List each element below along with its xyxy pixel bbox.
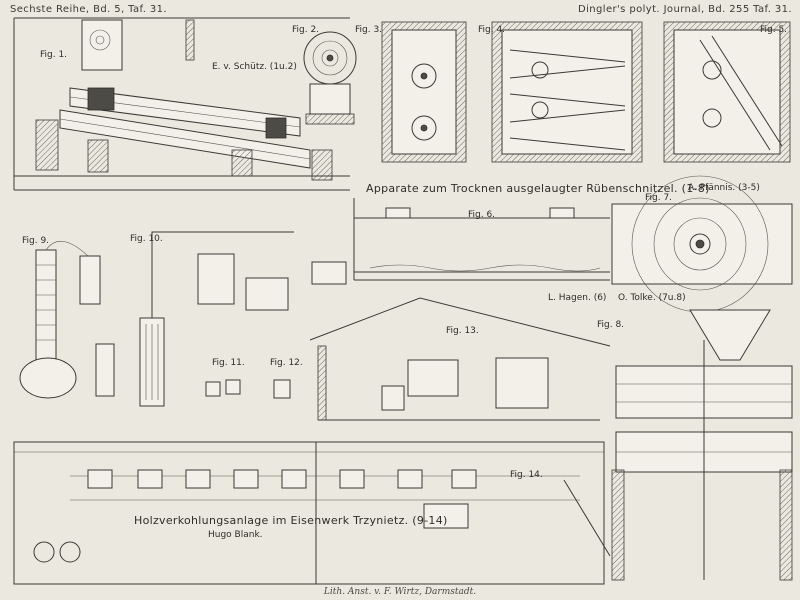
- fig9-distillation-apparatus: [19, 241, 115, 399]
- fig3-drying-chamber: [381, 21, 467, 163]
- drying-apparatus-title: Apparate zum Trocknen ausgelaugter Rüben…: [366, 182, 710, 195]
- fig9-label: Fig. 9.: [22, 236, 50, 246]
- author-tolke: O. Tolke. (7u.8): [618, 293, 686, 303]
- fig1-drum-dryer: [13, 17, 350, 191]
- fig4-label: Fig. 4.: [478, 25, 506, 35]
- author-schuetz: E. v. Schütz. (1u.2): [212, 62, 297, 72]
- fig6-conveyor-channel: [353, 198, 610, 281]
- fig8-hopper-dryer: [563, 309, 793, 581]
- fig5-elevator-dryer: [663, 21, 791, 163]
- author-pfannis: A. Pfännis. (3-5): [688, 183, 760, 193]
- journal-header: Dingler's polyt. Journal, Bd. 255 Taf. 3…: [578, 4, 792, 15]
- fig10-label: Fig. 10.: [130, 234, 163, 244]
- fig12-label: Fig. 12.: [270, 358, 303, 368]
- fig4-multideck-dryer: [491, 21, 643, 163]
- fig13-retort-shed: [309, 297, 611, 421]
- fig2-label: Fig. 2.: [292, 25, 320, 35]
- fig6-label: Fig. 6.: [468, 210, 496, 220]
- lithographer-credit: Lith. Anst. v. F. Wirtz, Darmstadt.: [323, 587, 477, 597]
- fig13-label: Fig. 13.: [446, 326, 479, 336]
- fig1-label: Fig. 1.: [40, 50, 68, 60]
- fig3-label: Fig. 3.: [355, 25, 383, 35]
- fig8-label: Fig. 8.: [597, 320, 625, 330]
- fig14-plant-plan: [13, 441, 605, 585]
- fig14-label: Fig. 14.: [510, 470, 543, 480]
- fig5-label: Fig. 5.: [760, 25, 788, 35]
- charcoal-plant-author: Hugo Blank.: [208, 530, 263, 540]
- fig11-label: Fig. 11.: [212, 358, 245, 368]
- fig2-drum-section: [303, 31, 357, 125]
- charcoal-plant-title: Holzverkohlungsanlage im Eisenwerk Trzyn…: [134, 514, 448, 527]
- series-header: Sechste Reihe, Bd. 5, Taf. 31.: [10, 4, 167, 15]
- fig7-label: Fig. 7.: [645, 193, 673, 203]
- fig7-rotary-dryer: [611, 175, 793, 313]
- author-hagen: L. Hagen. (6): [548, 293, 607, 303]
- fig10-retort-apparatus: [139, 231, 347, 407]
- fig11-fig12-vessels: [205, 379, 291, 399]
